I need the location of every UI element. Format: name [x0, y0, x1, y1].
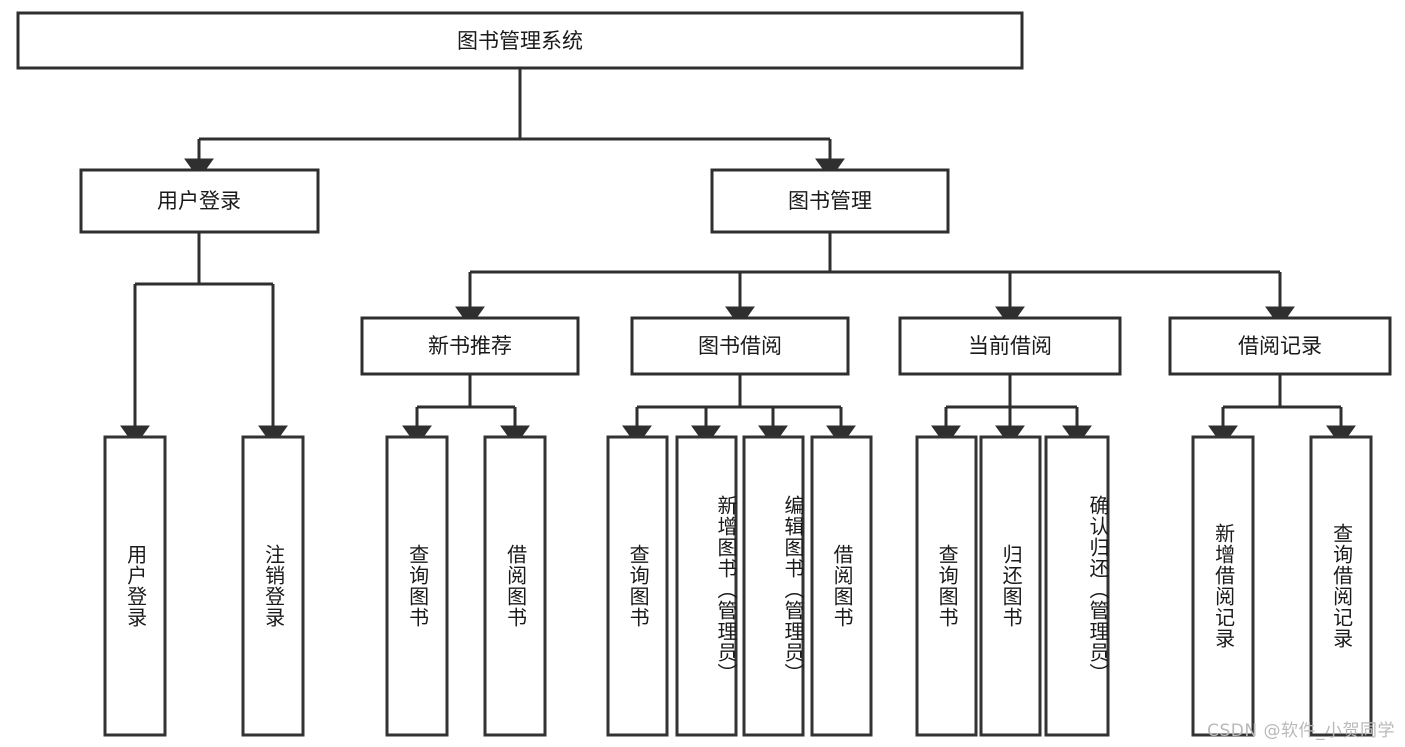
- node-current-borrow[interactable]: 当前借阅: [898, 316, 1122, 376]
- node-root-box[interactable]: [16, 11, 1024, 70]
- leaf-box-query-book-newbook[interactable]: [385, 435, 449, 737]
- node-book-management[interactable]: 图书管理: [710, 168, 950, 234]
- leaf-box-return-book[interactable]: [979, 435, 1042, 737]
- node-borrow-records[interactable]: 借阅记录: [1168, 316, 1392, 376]
- leaf-box-confirm-return-admin[interactable]: [1044, 435, 1110, 737]
- node-book-borrow[interactable]: 图书借阅: [630, 316, 850, 376]
- node-book-management-box[interactable]: [710, 168, 950, 234]
- node-current-borrow-box[interactable]: [898, 316, 1122, 376]
- node-new-book-recommend-box[interactable]: [360, 316, 580, 376]
- node-borrow-records-box[interactable]: [1168, 316, 1392, 376]
- node-book-management-label: 图书管理: [788, 189, 872, 213]
- node-new-book-recommend-label: 新书推荐: [428, 334, 512, 358]
- leaf-box-user-login[interactable]: [103, 435, 167, 737]
- node-book-borrow-label: 图书借阅: [698, 334, 782, 358]
- leaf-box-edit-book-admin[interactable]: [742, 435, 805, 737]
- leaf-box-borrow-book[interactable]: [810, 435, 873, 737]
- leaf-box-group: [103, 435, 1373, 737]
- node-user-login-box[interactable]: [79, 168, 320, 234]
- leaf-box-query-borrow-record[interactable]: [1309, 435, 1373, 737]
- leaf-box-add-book-admin[interactable]: [675, 435, 738, 737]
- node-book-borrow-box[interactable]: [630, 316, 850, 376]
- node-root[interactable]: 图书管理系统: [16, 11, 1024, 70]
- node-root-label: 图书管理系统: [457, 29, 583, 53]
- leaf-box-logout[interactable]: [241, 435, 305, 737]
- connector-group: [120, 68, 1356, 447]
- csdn-watermark: CSDN @软件_小贺同学: [1207, 721, 1395, 741]
- node-borrow-records-label: 借阅记录: [1238, 334, 1322, 358]
- leaf-box-query-book-borrow[interactable]: [606, 435, 669, 737]
- node-new-book-recommend[interactable]: 新书推荐: [360, 316, 580, 376]
- node-current-borrow-label: 当前借阅: [968, 334, 1052, 358]
- leaf-box-query-book-current[interactable]: [915, 435, 978, 737]
- leaf-box-borrow-book-newbook[interactable]: [483, 435, 547, 737]
- node-user-login-label: 用户登录: [157, 189, 241, 213]
- node-user-login[interactable]: 用户登录: [79, 168, 320, 234]
- leaf-box-add-borrow-record[interactable]: [1191, 435, 1255, 737]
